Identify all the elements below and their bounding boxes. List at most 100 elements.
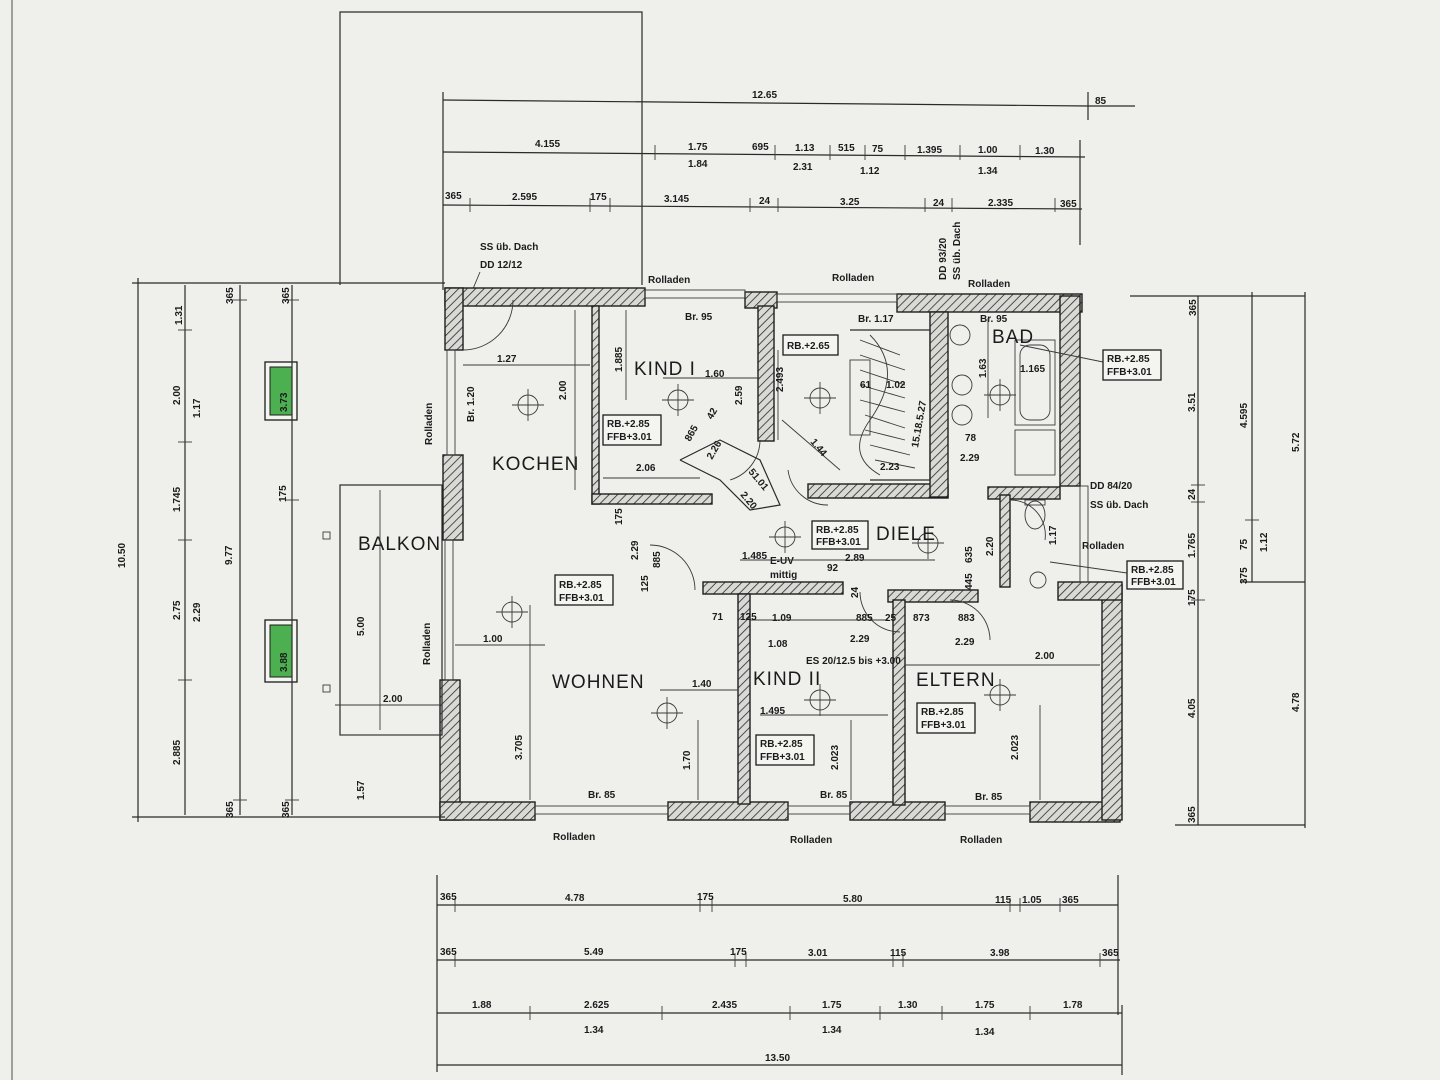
dim-right-572: 5.72	[1291, 432, 1302, 452]
dim-kind2-229b: 2.29	[850, 634, 870, 645]
label-ss-vertical: SS üb. Dach	[952, 222, 963, 280]
dim-kind2-71: 71	[712, 612, 724, 623]
dim-bot-r3b-2: 1.34	[822, 1025, 842, 1036]
dim-right-478: 4.78	[1291, 692, 1302, 712]
svg-text:RB.+2.85: RB.+2.85	[921, 707, 964, 718]
stair-wall-angled	[679, 439, 781, 511]
dim-bot-r2-5: 115	[890, 948, 907, 959]
rolladen-right: Rolladen	[1082, 541, 1124, 552]
svg-text:FFB+3.01: FFB+3.01	[760, 752, 805, 763]
dim-right-4595: 4.595	[1239, 403, 1250, 428]
svg-text:RB.+2.65: RB.+2.65	[787, 341, 830, 352]
room-kind1: KIND I	[634, 359, 696, 380]
level-box-bad: RB.+2.85 FFB+3.01	[1102, 349, 1162, 381]
svg-text:RB.+2.85: RB.+2.85	[760, 739, 803, 750]
dim-bot-r3b-3: 1.34	[975, 1027, 995, 1038]
dim-balkon-500: 5.00	[356, 616, 367, 636]
top-dimension-chain: 12.65 85 4.155 1.75 695 1.13 515 75 1.39…	[442, 90, 1135, 290]
dim-kochen-200: 2.00	[558, 380, 569, 400]
svg-text:RB.+2.85: RB.+2.85	[559, 580, 602, 591]
dim-bot-r1-7: 365	[1062, 895, 1079, 906]
dim-bad-163: 1.63	[978, 358, 989, 378]
dim-wohnen-170: 1.70	[682, 750, 693, 770]
level-box-eltern: RB.+2.85 FFB+3.01	[916, 702, 976, 734]
dim-top-r2-4: 3.145	[664, 194, 689, 205]
dim-left-1745: 1.745	[172, 487, 183, 512]
svg-text:RB.+2.85: RB.+2.85	[1107, 354, 1150, 365]
dim-top-r1b-4: 1.34	[978, 166, 998, 177]
room-kind2: KIND II	[753, 669, 821, 690]
dim-left-365-1: 365	[225, 287, 236, 304]
dim-diele-445: 445	[964, 573, 975, 590]
dim-bot-r3b-1: 1.34	[584, 1025, 604, 1036]
label-dd-1212: DD 12/12	[480, 260, 523, 271]
dim-top-r2-9: 365	[1060, 199, 1077, 210]
dim-left-200: 2.00	[172, 385, 183, 405]
room-balkon: BALKON	[358, 534, 441, 555]
dim-kind1-42: 42	[705, 406, 720, 422]
dim-bot-r3-3: 2.435	[712, 1000, 737, 1011]
svg-text:3.73: 3.73	[279, 392, 290, 412]
dim-right-75: 75	[1239, 538, 1250, 550]
label-br95-bad: Br. 95	[980, 314, 1008, 325]
svg-text:FFB+3.01: FFB+3.01	[816, 537, 861, 548]
dim-top-r1b-2: 2.31	[793, 162, 813, 173]
dim-wohnen-3705: 3.705	[514, 735, 525, 760]
dim-top-r1-7: 1.395	[917, 145, 942, 156]
dim-top-r1-1: 4.155	[535, 139, 560, 150]
dim-diele-117: 1.17	[1048, 525, 1059, 545]
vertical-label-group: DD 93/20 SS üb. Dach	[938, 222, 963, 280]
dim-right-1765: 1.765	[1187, 533, 1198, 558]
dim-top-r2-3: 175	[590, 192, 607, 203]
dim-left-229: 2.29	[192, 602, 203, 622]
label-dd-vertical: DD 93/20	[938, 237, 949, 280]
dim-left-175: 175	[278, 485, 289, 502]
rolladen-top-1: Rolladen	[648, 275, 690, 286]
dim-top-r1-8: 1.00	[978, 145, 998, 156]
dim-kind2-109: 1.09	[772, 613, 792, 624]
dim-bot-total: 13.50	[765, 1053, 790, 1064]
balkon-post-2	[322, 684, 331, 693]
dim-top-r1-4: 1.13	[795, 143, 815, 154]
dim-right-24: 24	[1187, 488, 1198, 500]
door-swings	[462, 299, 1046, 641]
dim-left-131: 1.31	[174, 305, 185, 325]
dim-top-r2-7: 24	[933, 198, 945, 209]
dim-kochen-127: 1.27	[497, 354, 517, 365]
level-box-wc: RB.+2.85 FFB+3.01	[1126, 560, 1184, 590]
dim-eltern-200: 2.00	[1035, 651, 1055, 662]
dim-bot-r3-2: 2.625	[584, 1000, 609, 1011]
balkon-post-1	[322, 531, 331, 540]
dim-bot-r1-4: 5.80	[843, 894, 863, 905]
dim-right-375: 375	[1239, 567, 1250, 584]
dim-bot-r1-2: 4.78	[565, 893, 585, 904]
label-dd-8420: DD 84/20	[1090, 481, 1133, 492]
dim-kind1-160: 1.60	[705, 369, 725, 380]
dim-left-total: 10.50	[117, 543, 128, 568]
interior-walls	[591, 305, 1061, 806]
dim-left-275: 2.75	[172, 600, 183, 620]
dim-wohnen-140: 1.40	[692, 679, 712, 690]
dim-kind2-229: 2.29	[955, 637, 975, 648]
exterior-walls	[439, 287, 1123, 823]
dim-stair-102: 1.02	[886, 380, 906, 391]
dim-top-r1-9: 1.30	[1035, 146, 1055, 157]
svg-text:FFB+3.01: FFB+3.01	[1107, 367, 1152, 378]
room-kochen: KOCHEN	[492, 454, 579, 475]
dim-right-365-bottom: 365	[1187, 806, 1198, 823]
label-br85-3: Br. 85	[975, 792, 1003, 803]
svg-text:FFB+3.01: FFB+3.01	[607, 432, 652, 443]
dim-bot-r3-5: 1.30	[898, 1000, 918, 1011]
dim-top-r1b-3: 1.12	[860, 166, 880, 177]
bottom-dimension-chain	[436, 875, 1123, 1075]
label-ss-dach-2: SS üb. Dach	[1090, 500, 1148, 511]
dim-kind2-885: 885	[856, 613, 873, 624]
ceiling-lights	[496, 379, 1016, 729]
dim-bot-r3-7: 1.78	[1063, 1000, 1083, 1011]
dim-overhang: 85	[1095, 96, 1107, 107]
dim-bot-r3-6: 1.75	[975, 1000, 995, 1011]
dim-left-2885: 2.885	[172, 740, 183, 765]
dim-bot-r1-5: 115	[995, 895, 1012, 906]
rolladen-left-2: Rolladen	[422, 623, 433, 665]
